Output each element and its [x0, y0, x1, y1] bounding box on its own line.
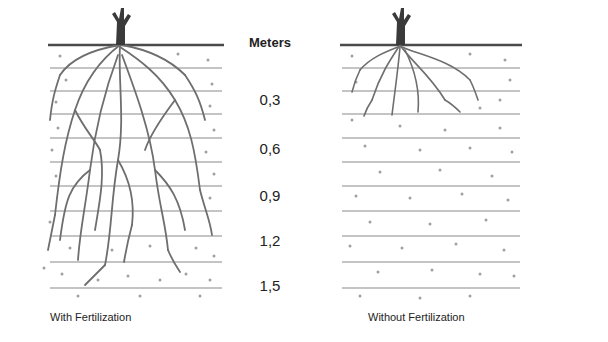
caption: With Fertilization	[50, 311, 131, 323]
roots-fertilized	[48, 45, 212, 285]
caption: Without Fertilization	[368, 311, 465, 323]
axis-title: Meters	[230, 36, 310, 50]
depth-value: 0,9	[230, 188, 310, 205]
roots-unfertilized	[352, 45, 478, 116]
depth-value: 1,5	[230, 278, 310, 295]
soil-dots	[44, 54, 514, 298]
depth-value: 0,6	[230, 141, 310, 158]
depth-value: 1,2	[230, 233, 310, 250]
depth-value: 0,3	[230, 92, 310, 109]
